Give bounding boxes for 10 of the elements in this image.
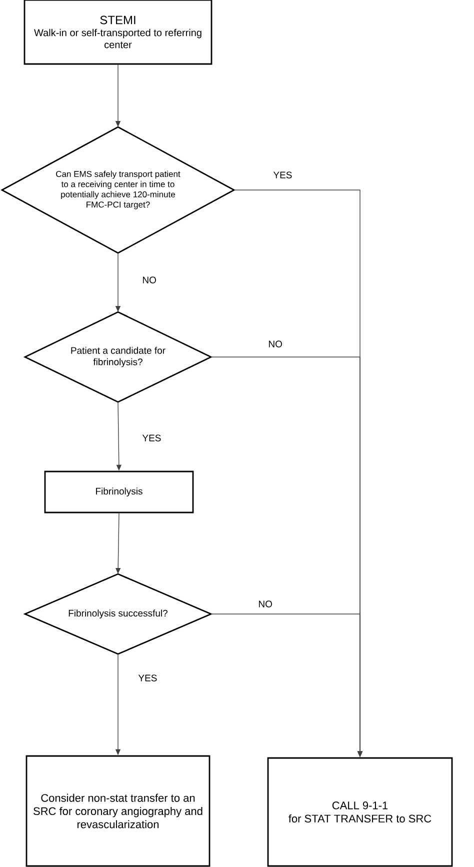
edge-label: NO: [267, 340, 284, 348]
process-box: STEMI Walk-in or self-transported to referring center: [24, 0, 212, 65]
process-box: Consider non-stat transfer to an SRC for coronary angiography and revascularization: [26, 755, 210, 867]
edge-label: NO: [257, 600, 274, 608]
edge-label: YES: [141, 434, 162, 442]
edge-label: YES: [272, 170, 294, 180]
process-box: CALL 9-1-1 for STAT TRANSFER to SRC: [267, 757, 453, 867]
edge-label: YES: [137, 674, 158, 682]
process-box: Fibrinolysis: [44, 470, 194, 514]
edge-label: NO: [141, 276, 158, 284]
